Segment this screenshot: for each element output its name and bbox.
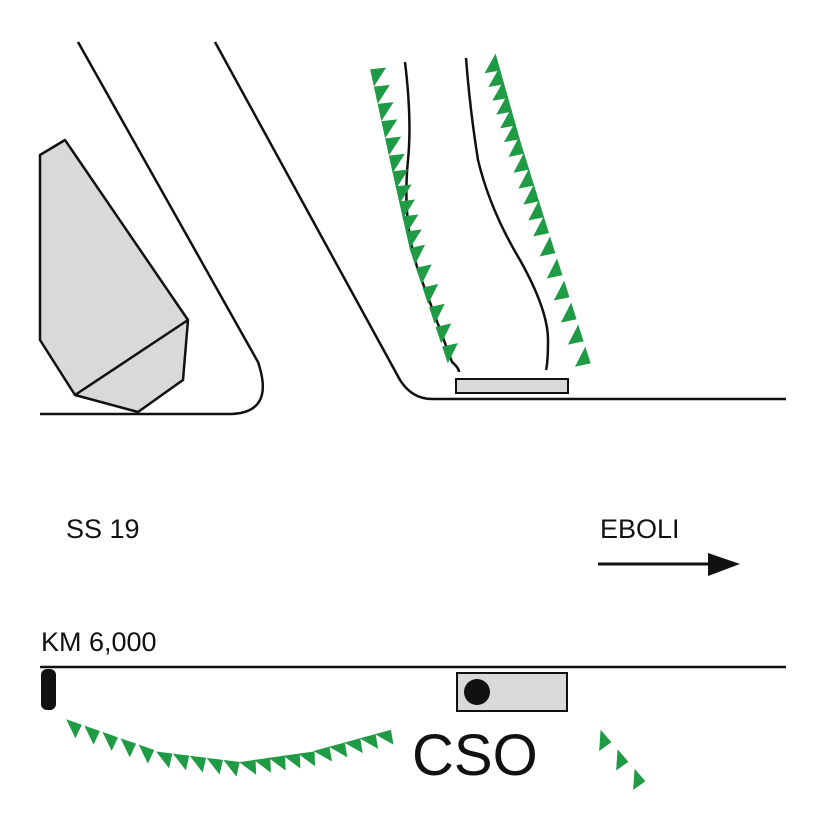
vegetation-line	[484, 53, 591, 367]
vegetation-symbol	[370, 67, 387, 87]
vegetation-symbol	[492, 81, 509, 101]
vegetation-symbol	[138, 744, 155, 764]
vegetation-symbol	[377, 102, 394, 122]
vegetation-symbol	[392, 169, 409, 189]
vegetation-symbol	[429, 303, 445, 324]
vegetation-symbol	[405, 229, 422, 249]
vegetation-symbol	[546, 258, 563, 279]
vegetation-symbol	[156, 751, 173, 769]
vegetation-symbol	[206, 757, 223, 775]
culvert	[455, 378, 569, 394]
vegetation-symbol	[283, 753, 301, 769]
vegetation-symbol	[518, 168, 535, 189]
vegetation-symbol	[172, 753, 190, 771]
site-code-label: CSO	[412, 723, 538, 788]
km-marker-label: KM 6,000	[41, 627, 157, 657]
vegetation-symbol	[539, 236, 556, 257]
vegetation-symbol	[523, 184, 540, 205]
vegetation-symbol	[344, 738, 363, 754]
vegetation-symbol	[567, 324, 584, 345]
direction-label: EBOLI	[600, 514, 680, 544]
vegetation-line	[370, 67, 458, 364]
stream-bank-left	[403, 61, 461, 373]
road-edge-left	[40, 41, 265, 416]
vegetation-symbol	[409, 244, 426, 265]
vegetation-symbol	[102, 731, 119, 752]
vegetation-symbol	[402, 214, 419, 234]
vegetation-symbol	[533, 216, 549, 237]
building	[38, 138, 190, 414]
vegetation-symbol	[560, 302, 577, 323]
vegetation-line	[599, 729, 646, 790]
vegetation-symbol	[488, 67, 505, 88]
camera-unit	[456, 672, 568, 712]
vegetation-line	[66, 719, 394, 777]
camera-dot-icon	[464, 679, 490, 705]
vegetation-symbol	[84, 725, 100, 745]
vegetation-symbol	[375, 729, 394, 745]
vegetation-symbol	[388, 153, 405, 173]
road-name-label: SS 19	[66, 514, 140, 544]
vegetation-symbol	[381, 119, 398, 139]
vegetation-symbol	[373, 84, 390, 104]
vegetation-symbol	[508, 136, 525, 157]
vegetation-symbol	[422, 284, 439, 305]
vegetation-symbol	[553, 280, 570, 301]
vegetation-symbol	[313, 746, 332, 762]
vegetation-symbol	[298, 751, 316, 767]
vegetation-symbol	[415, 264, 432, 285]
vegetation-symbol	[395, 184, 412, 204]
vegetation-symbol	[442, 343, 458, 364]
vegetation-symbol	[484, 53, 501, 74]
arrow-right-icon	[598, 553, 740, 576]
vegetation-symbol	[399, 199, 416, 219]
vegetation-symbol	[359, 734, 379, 749]
vegetation-symbol	[500, 108, 516, 129]
vegetation-symbol	[385, 136, 402, 156]
vegetation-symbol	[496, 94, 513, 115]
vegetation-symbol	[528, 200, 545, 221]
vegetation-symbol	[239, 759, 257, 775]
vegetation-symbol	[633, 768, 646, 790]
vegetation-symbol	[503, 122, 520, 143]
vegetation-symbol	[574, 346, 591, 367]
road-edge-right	[213, 41, 786, 401]
vegetation-symbol	[435, 323, 452, 344]
stream-bank-right	[464, 57, 550, 371]
vegetation-symbol	[599, 729, 612, 751]
vegetation-symbol	[189, 755, 207, 773]
vegetation-symbol	[223, 759, 240, 777]
vegetation-symbol	[268, 755, 286, 771]
vegetation-symbol	[120, 738, 137, 758]
vegetation-symbol	[253, 757, 271, 773]
vegetation-symbol	[328, 742, 348, 758]
vegetation-symbol	[66, 719, 82, 739]
vegetation-symbol	[513, 152, 530, 173]
km-post-icon	[41, 669, 56, 710]
vegetation-symbol	[616, 749, 629, 771]
